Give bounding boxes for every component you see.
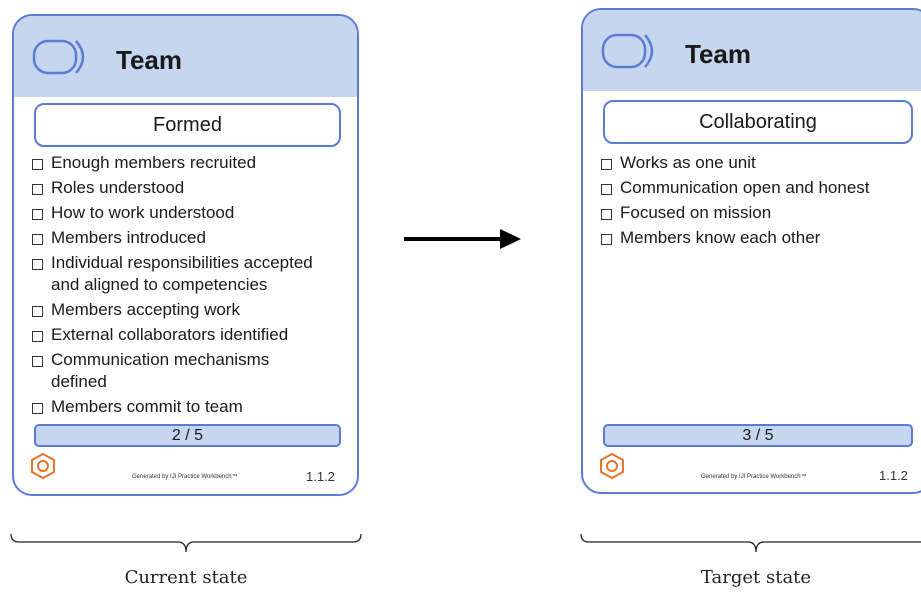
checklist-item: External collaborators identified — [30, 324, 340, 346]
checkbox-icon — [601, 234, 612, 245]
checkbox-icon — [32, 184, 43, 195]
checklist-item: Roles understood — [30, 177, 340, 199]
progress-indicator: 2 / 5 — [34, 424, 341, 447]
target-state-card: Team Collaborating Works as one unit Com… — [581, 8, 921, 494]
version-label: 1.1.2 — [879, 468, 908, 483]
checklist-item: Members accepting work — [30, 299, 340, 321]
checkbox-icon — [32, 159, 43, 170]
checklist-item: Members introduced — [30, 227, 340, 249]
checklist: Enough members recruited Roles understoo… — [30, 152, 340, 421]
card-title: Team — [116, 45, 182, 75]
checklist-item: Communication open and honest — [599, 177, 909, 199]
card-title: Team — [685, 39, 751, 69]
checklist-item: Members know each other — [599, 227, 909, 249]
target-state-brace — [580, 533, 921, 553]
state-name-box: Collaborating — [603, 100, 913, 144]
progress-indicator: 3 / 5 — [603, 424, 913, 447]
checkbox-icon — [601, 159, 612, 170]
target-state-caption: Target state — [700, 567, 812, 588]
state-name-box: Formed — [34, 103, 341, 147]
checklist-item: Works as one unit — [599, 152, 909, 174]
right-arrow-icon — [404, 229, 521, 249]
practice-workbench-logo-icon — [31, 453, 55, 479]
checkbox-icon — [601, 184, 612, 195]
version-label: 1.1.2 — [306, 469, 335, 484]
current-state-brace — [10, 533, 362, 553]
checkbox-icon — [32, 331, 43, 342]
footer-credit: Generated by IJI Practice Workbench™ — [132, 474, 238, 480]
checkbox-icon — [32, 356, 43, 367]
checkbox-icon — [32, 234, 43, 245]
card-header: Team — [583, 10, 921, 91]
checklist-item: Focused on mission — [599, 202, 909, 224]
checklist-item: Enough members recruited — [30, 152, 340, 174]
checklist-item: How to work understood — [30, 202, 340, 224]
team-icon — [32, 39, 85, 75]
checkbox-icon — [32, 306, 43, 317]
current-state-card: Team Formed Enough members recruited Rol… — [12, 14, 359, 496]
card-header: Team — [14, 16, 357, 97]
checklist-item: Members commit to team — [30, 396, 340, 418]
checkbox-icon — [32, 209, 43, 220]
practice-workbench-logo-icon — [600, 453, 624, 479]
checklist-item: Individual responsibilities accepted and… — [30, 252, 340, 296]
current-state-caption: Current state — [124, 567, 248, 588]
checkbox-icon — [601, 209, 612, 220]
checklist-item: Communication mechanisms defined — [30, 349, 310, 393]
team-icon — [601, 33, 654, 69]
checkbox-icon — [32, 403, 43, 414]
checklist: Works as one unit Communication open and… — [599, 152, 909, 252]
footer-credit: Generated by IJI Practice Workbench™ — [701, 474, 807, 480]
checkbox-icon — [32, 259, 43, 270]
